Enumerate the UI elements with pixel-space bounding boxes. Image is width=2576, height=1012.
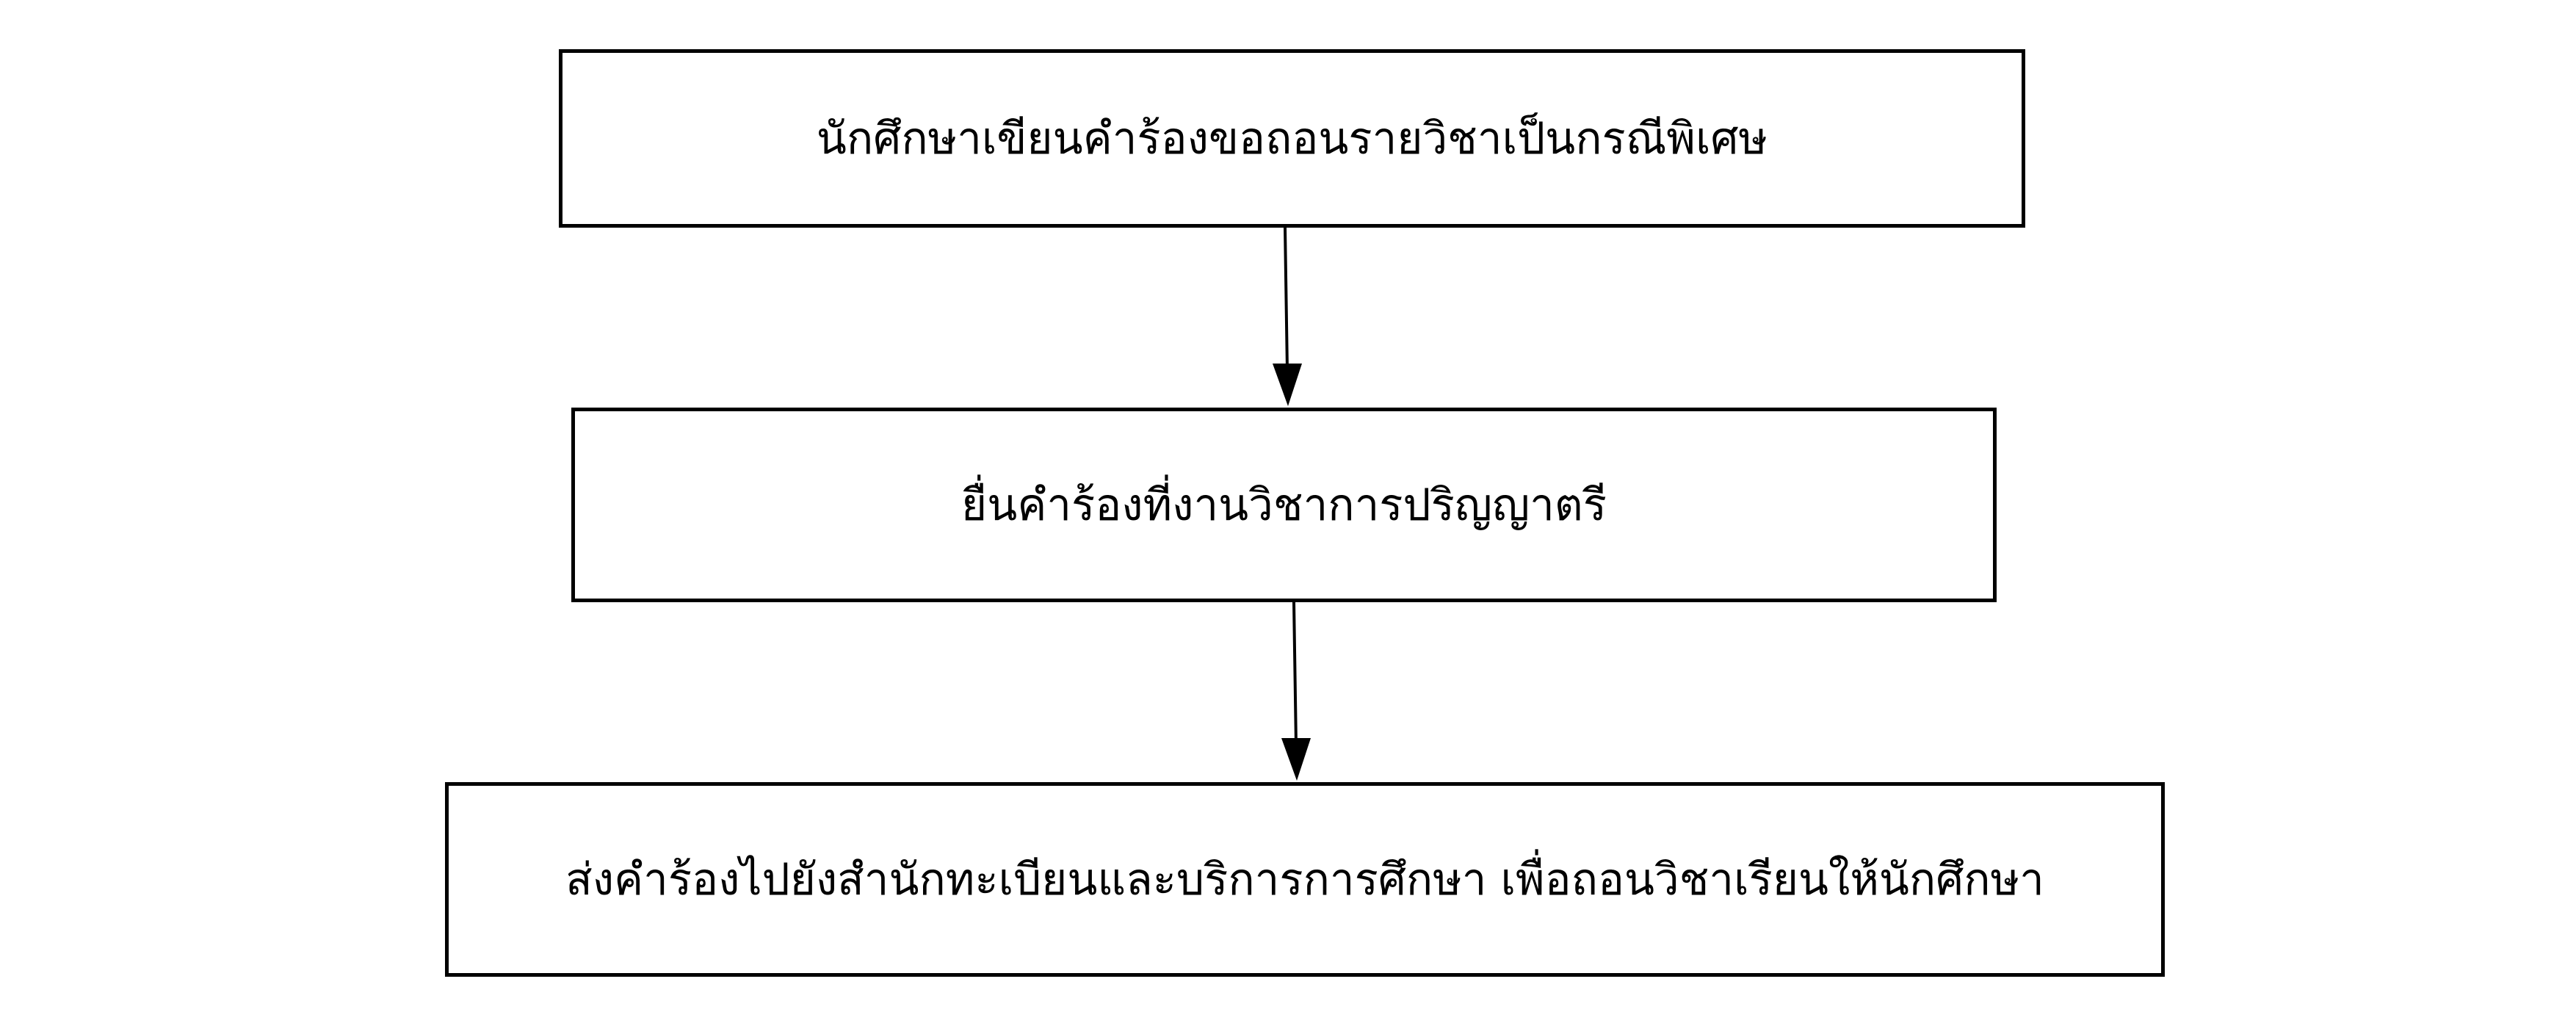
flow-step-2: ยื่นคำร้องที่งานวิชาการปริญญาตรี [571, 408, 1997, 602]
arrow-step1-to-step2 [1273, 227, 1302, 406]
flow-step-1: นักศึกษาเขียนคำร้องขอถอนรายวิชาเป็นกรณีพ… [559, 49, 2025, 228]
flow-step-2-label: ยื่นคำร้องที่งานวิชาการปริญญาตรี [961, 480, 1607, 531]
arrow-step2-to-step3 [1281, 601, 1311, 781]
flow-step-3-label: ส่งคำร้องไปยังสำนักทะเบียนและบริการการศึ… [565, 854, 2044, 906]
flow-step-3: ส่งคำร้องไปยังสำนักทะเบียนและบริการการศึ… [445, 782, 2165, 977]
flow-step-1-label: นักศึกษาเขียนคำร้องขอถอนรายวิชาเป็นกรณีพ… [816, 113, 1768, 165]
